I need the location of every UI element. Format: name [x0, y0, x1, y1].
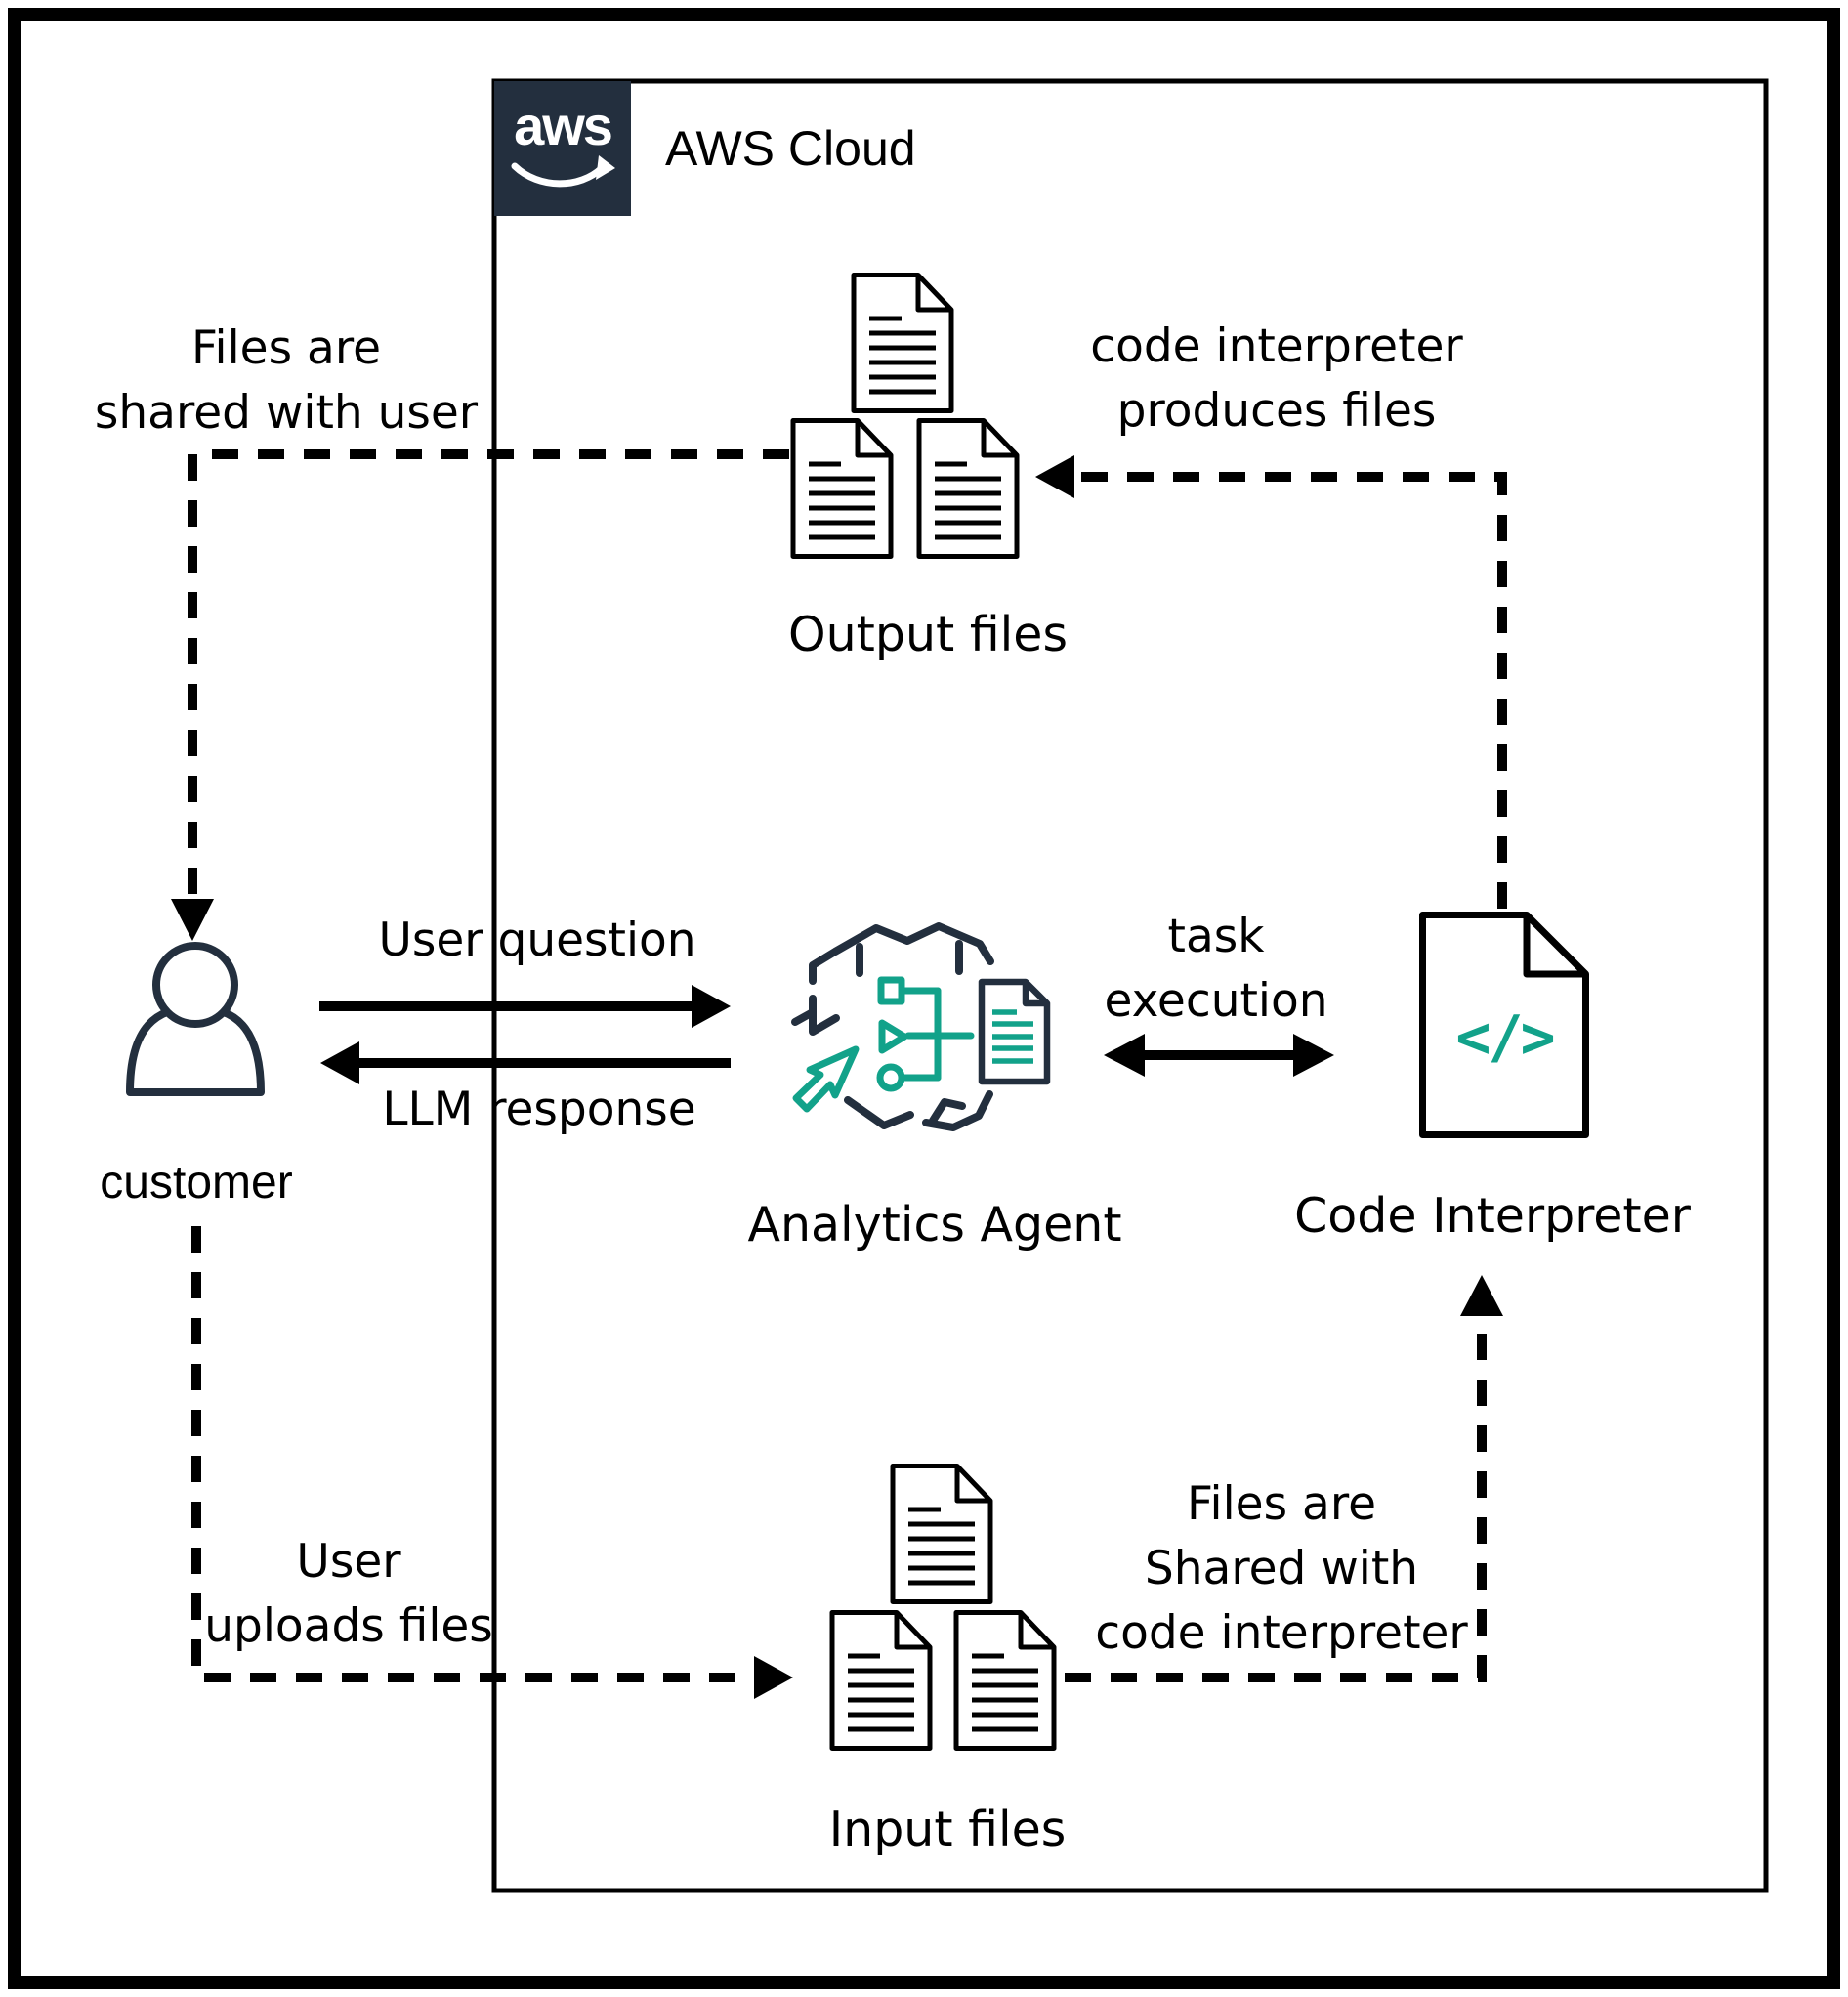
agent-document-icon	[978, 978, 1051, 1085]
document-icon	[893, 1466, 990, 1602]
edge-label-line: code interpreter	[1090, 319, 1463, 373]
code-glyph: </>	[1455, 1003, 1555, 1072]
edge-label-line: shared with user	[94, 386, 479, 440]
arrowhead-right-icon	[754, 1656, 793, 1699]
edge-files-shared-with-user	[171, 449, 789, 941]
edge-label-line: uploads files	[204, 1599, 493, 1653]
edge-label-line: User question	[378, 914, 696, 967]
aws-logo	[494, 81, 631, 216]
edge-label-line: Files are	[190, 321, 382, 375]
edge-files-shared-with-code-interpreter	[1065, 1275, 1503, 1682]
edge-label-files-shared-with-code-interpreter: Files are Shared with code interpreter	[1095, 1472, 1468, 1666]
edge-code-interpreter-produces-files	[1035, 455, 1507, 909]
arrowhead-down-icon	[171, 899, 214, 941]
arrowhead-left-icon	[1104, 1034, 1145, 1077]
aws-smile-icon	[511, 162, 606, 188]
edge-task-execution	[1104, 1034, 1334, 1077]
edge-label-llm-response: LLM response	[382, 1078, 695, 1142]
customer-label: customer	[100, 1157, 293, 1209]
arrowhead-left-icon	[1035, 455, 1074, 498]
edge-user-uploads-files	[191, 1226, 793, 1699]
output-files-icon	[793, 276, 1017, 557]
code-interpreter-icon	[1419, 912, 1589, 1138]
analytics-agent-label: Analytics Agent	[747, 1197, 1122, 1253]
code-interpreter-label: Code Interpreter	[1294, 1188, 1691, 1244]
agent-outline-icon	[791, 922, 994, 1131]
edge-label-files-shared-with-user: Files are shared with user	[95, 317, 478, 446]
document-icon	[854, 276, 951, 411]
aws-logo-wordmark: aws	[514, 95, 613, 156]
edge-label-line: Shared with	[1144, 1542, 1419, 1595]
edge-label-user-uploads-files: User uploads files	[204, 1530, 493, 1659]
input-files-label: Input files	[828, 1802, 1067, 1857]
document-icon	[919, 421, 1017, 557]
edge-label-line: execution	[1104, 974, 1328, 1028]
aws-smile-arrow-icon	[596, 155, 615, 180]
edge-label-line: produces files	[1116, 384, 1437, 438]
agent-flowchart-icon	[876, 976, 975, 1092]
edge-llm-response	[320, 1041, 731, 1084]
aws-cloud-box	[491, 78, 1769, 1893]
edge-label-line: code interpreter	[1095, 1606, 1468, 1660]
edge-label-code-interpreter-produces-files: code interpreter produces files	[1090, 315, 1463, 444]
edge-label-task-execution: task execution	[1104, 905, 1327, 1034]
customer-icon	[126, 942, 265, 1096]
edge-label-line: Files are	[1186, 1477, 1377, 1531]
arrowhead-up-icon	[1460, 1275, 1503, 1316]
document-icon	[832, 1613, 930, 1749]
edge-label-user-question: User question	[378, 909, 695, 973]
edge-label-line: User	[296, 1535, 401, 1589]
arrowhead-right-icon	[1293, 1034, 1334, 1077]
arrowhead-right-icon	[692, 985, 731, 1028]
edge-user-question	[319, 985, 731, 1028]
document-icon	[793, 421, 891, 557]
input-files-icon	[832, 1466, 1054, 1749]
edge-label-line: task	[1167, 910, 1265, 963]
output-files-label: Output files	[788, 607, 1068, 662]
arrowhead-left-icon	[320, 1041, 359, 1084]
analytics-agent-icon	[791, 922, 1051, 1131]
cursor-arrow-icon	[792, 1045, 860, 1113]
aws-cloud-title: AWS Cloud	[665, 121, 916, 176]
document-icon	[956, 1613, 1054, 1749]
edge-label-line: LLM response	[382, 1083, 696, 1136]
